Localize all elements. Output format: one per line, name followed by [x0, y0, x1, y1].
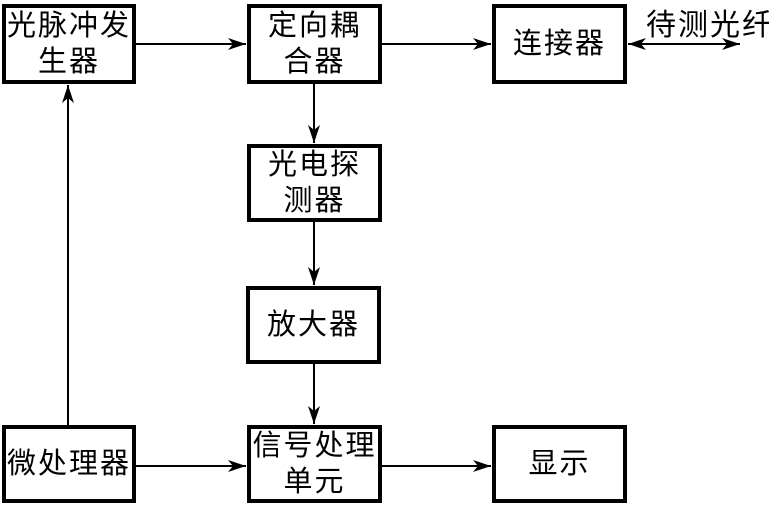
node-microprocessor: 微处理器 — [2, 425, 136, 503]
node-amplifier: 放大器 — [246, 286, 381, 364]
node-display: 显示 — [492, 425, 627, 503]
fiber-under-test-label: 待测光纤 — [646, 9, 769, 42]
node-optical-pulse-generator: 光脉冲发 生器 — [2, 4, 136, 84]
node-signal-processing-unit: 信号处理 单元 — [247, 425, 382, 503]
node-connector: 连接器 — [492, 4, 627, 84]
node-directional-coupler: 定向耦 合器 — [247, 4, 382, 84]
node-photoelectric-detector: 光电探 测器 — [247, 144, 382, 222]
